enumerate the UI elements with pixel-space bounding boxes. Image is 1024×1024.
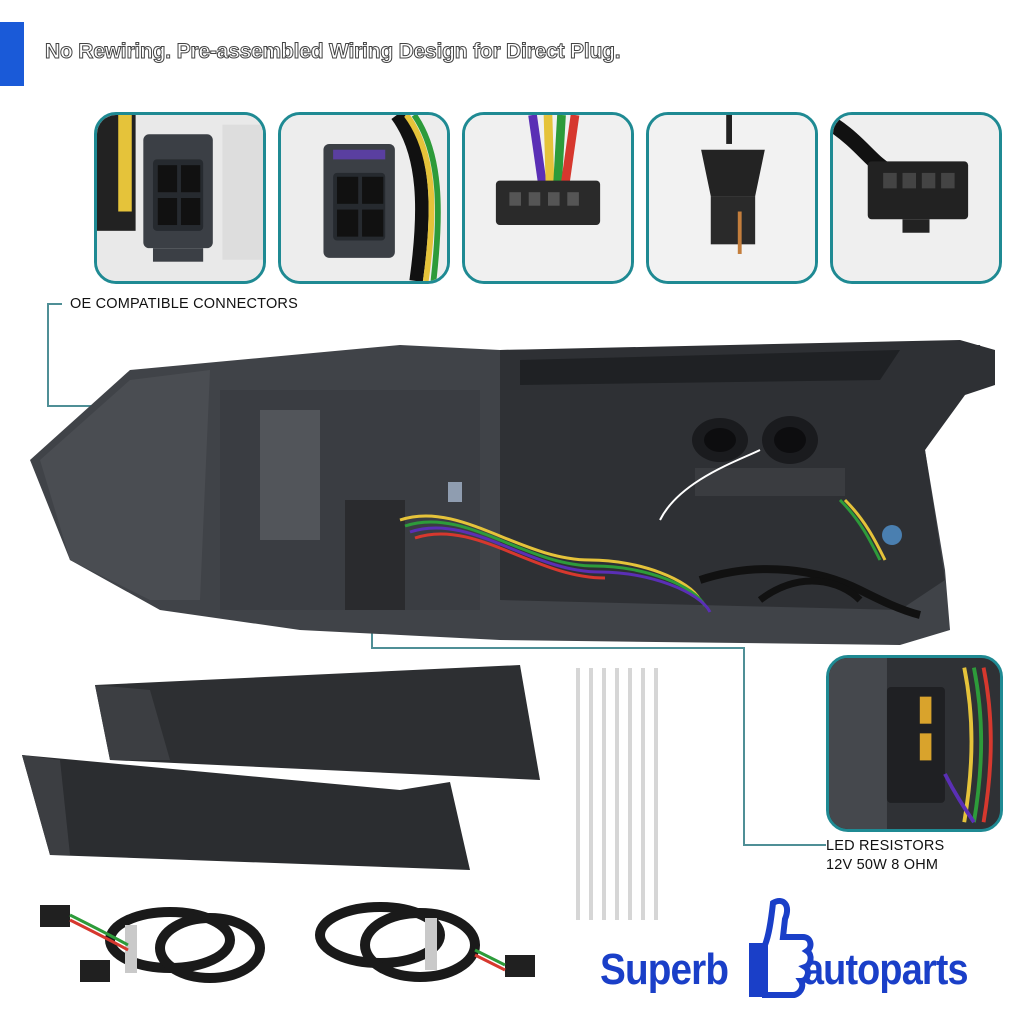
brand-logo: Superb autoparts: [590, 895, 1010, 1005]
oe-connectors-label: OE COMPATIBLE CONNECTORS: [70, 296, 298, 312]
connector-thumbnail-3: [462, 112, 634, 284]
connector-thumbnail-5: [830, 112, 1002, 284]
headline: No Rewiring. Pre-assembled Wiring Design…: [44, 40, 621, 64]
connector-thumbnail-1: [94, 112, 266, 284]
thumbs-up-icon: [749, 898, 814, 998]
connector-thumbnail-2: [278, 112, 450, 284]
brand-name-part2: autoparts: [803, 945, 969, 994]
led-resistors-title: LED RESISTORS: [826, 838, 945, 854]
accent-bar: [0, 22, 24, 86]
led-resistor-closeup: [826, 655, 1003, 832]
connector-thumbnail-4: [646, 112, 818, 284]
brand-name-part1: Superb: [600, 945, 729, 994]
led-resistors-spec: 12V 50W 8 OHM: [826, 857, 939, 873]
